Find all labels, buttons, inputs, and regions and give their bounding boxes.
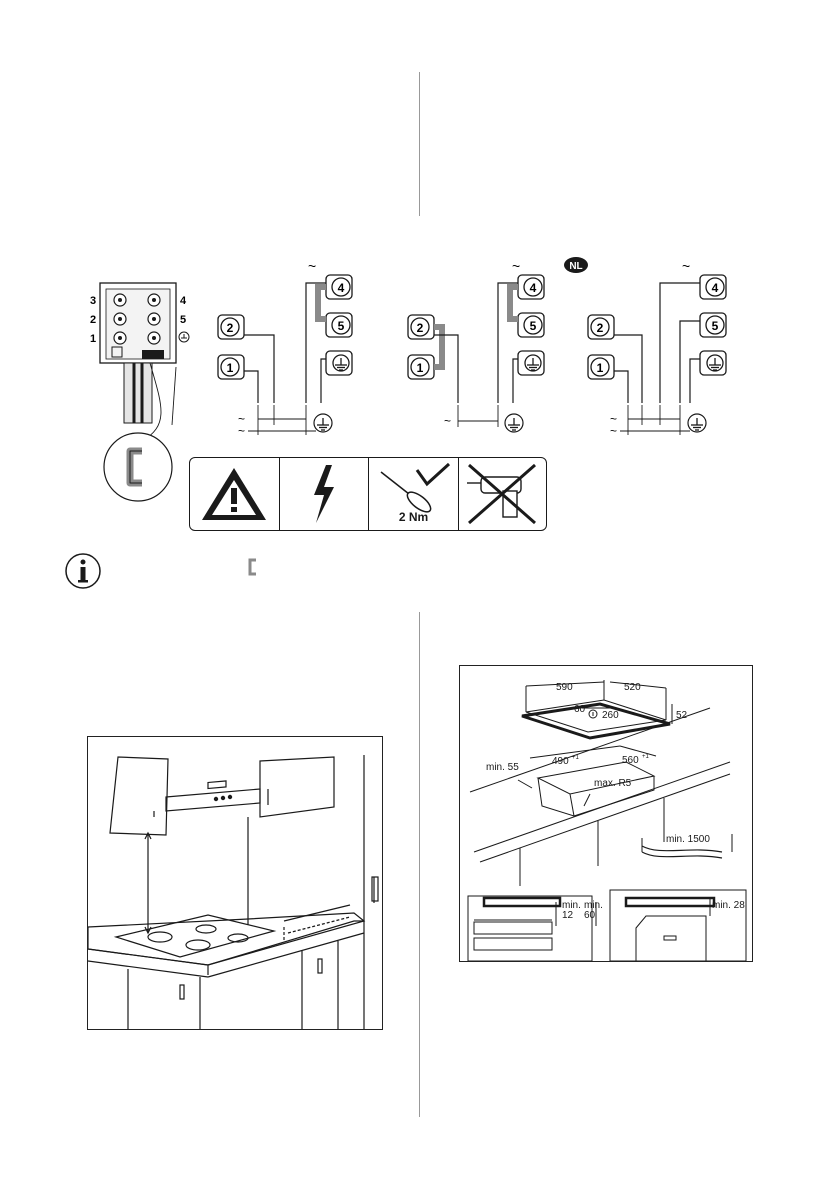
dim-hob-height: 52 (676, 710, 688, 721)
dim-offset-front: 60 (574, 704, 586, 715)
column-separator-top (419, 72, 420, 216)
svg-text:2: 2 (597, 321, 604, 335)
terminal-label-3: 3 (90, 295, 96, 307)
svg-text:2: 2 (227, 321, 234, 335)
dim-min-b: min. (584, 900, 603, 911)
svg-text:4: 4 (530, 281, 537, 295)
dim-offset-center: 260 (602, 710, 619, 721)
svg-text:~: ~ (238, 424, 245, 438)
dim-cut-width-tol: +1 (572, 755, 580, 761)
warning-cell-electric (280, 458, 369, 530)
dim-min-back: min. 55 (486, 762, 519, 773)
dim-hob-width: 590 (556, 682, 573, 693)
terminal-label-1: 1 (90, 333, 96, 345)
dim-cut-width: 490 (552, 756, 569, 767)
dim-radius: max. R5 (594, 778, 632, 789)
dim-cut-depth: 560 (622, 755, 639, 766)
svg-text:~: ~ (610, 412, 617, 426)
warning-cell-no-drill (459, 458, 547, 530)
terminal-block: 3 2 1 4 5 (90, 282, 190, 442)
dim-cut-depth-tol: +1 (642, 754, 650, 760)
bridge-detail (103, 432, 173, 502)
svg-text:5: 5 (712, 319, 719, 333)
country-badge: NL (564, 257, 588, 273)
wiring-diagram-3: ~ 4 5 2 1 ~ ~ (587, 258, 727, 438)
torque-label: 2 Nm (398, 510, 429, 524)
svg-text:~: ~ (512, 258, 520, 274)
screwdriver-icon (380, 462, 451, 513)
column-separator-bottom (419, 612, 420, 1117)
dim-min-a: min. (562, 900, 581, 911)
dim-gap-b: 60 (584, 910, 596, 921)
svg-text:1: 1 (417, 361, 424, 375)
terminal-label-2: 2 (90, 314, 96, 326)
no-drill-icon (467, 463, 537, 525)
wiring-diagram-2: ~ 4 5 2 1 ~ NL (407, 257, 588, 433)
kitchen-illustration (87, 736, 383, 1030)
svg-text:4: 4 (338, 281, 345, 295)
svg-text:5: 5 (338, 319, 345, 333)
wiring-diagram-1: ~ 4 5 2 1 ~ ~ (217, 258, 353, 438)
svg-text:~: ~ (238, 412, 245, 426)
svg-text:5: 5 (530, 319, 537, 333)
terminal-label-4: 4 (180, 295, 187, 307)
warning-triangle-icon (202, 468, 267, 520)
svg-text:~: ~ (682, 258, 690, 274)
earth-icon (178, 331, 190, 343)
installation-dimensions: 590 520 60 260 52 min. 55 490 +1 560 +1 … (459, 665, 753, 962)
svg-text:NL: NL (569, 261, 582, 272)
dim-min-28: min. 28 (712, 900, 745, 911)
warning-cell-torque: 2 Nm (369, 458, 459, 530)
dim-cable: min. 1500 (666, 834, 710, 845)
svg-text:~: ~ (308, 258, 316, 274)
dim-hob-depth: 520 (624, 682, 641, 693)
bridge-icon (248, 558, 256, 576)
lightning-icon (313, 465, 334, 523)
svg-text:1: 1 (227, 361, 234, 375)
svg-text:~: ~ (444, 414, 451, 428)
svg-text:~: ~ (610, 424, 617, 438)
dim-gap-a: 12 (562, 910, 574, 921)
info-icon (65, 553, 101, 589)
svg-text:1: 1 (597, 361, 604, 375)
wiring-figure: 3 2 1 4 5 ~ 4 5 (90, 257, 727, 502)
warning-strip: 2 Nm (189, 457, 547, 531)
terminal-label-5: 5 (180, 314, 186, 326)
warning-cell-caution (190, 458, 280, 530)
svg-text:2: 2 (417, 321, 424, 335)
svg-text:4: 4 (712, 281, 719, 295)
